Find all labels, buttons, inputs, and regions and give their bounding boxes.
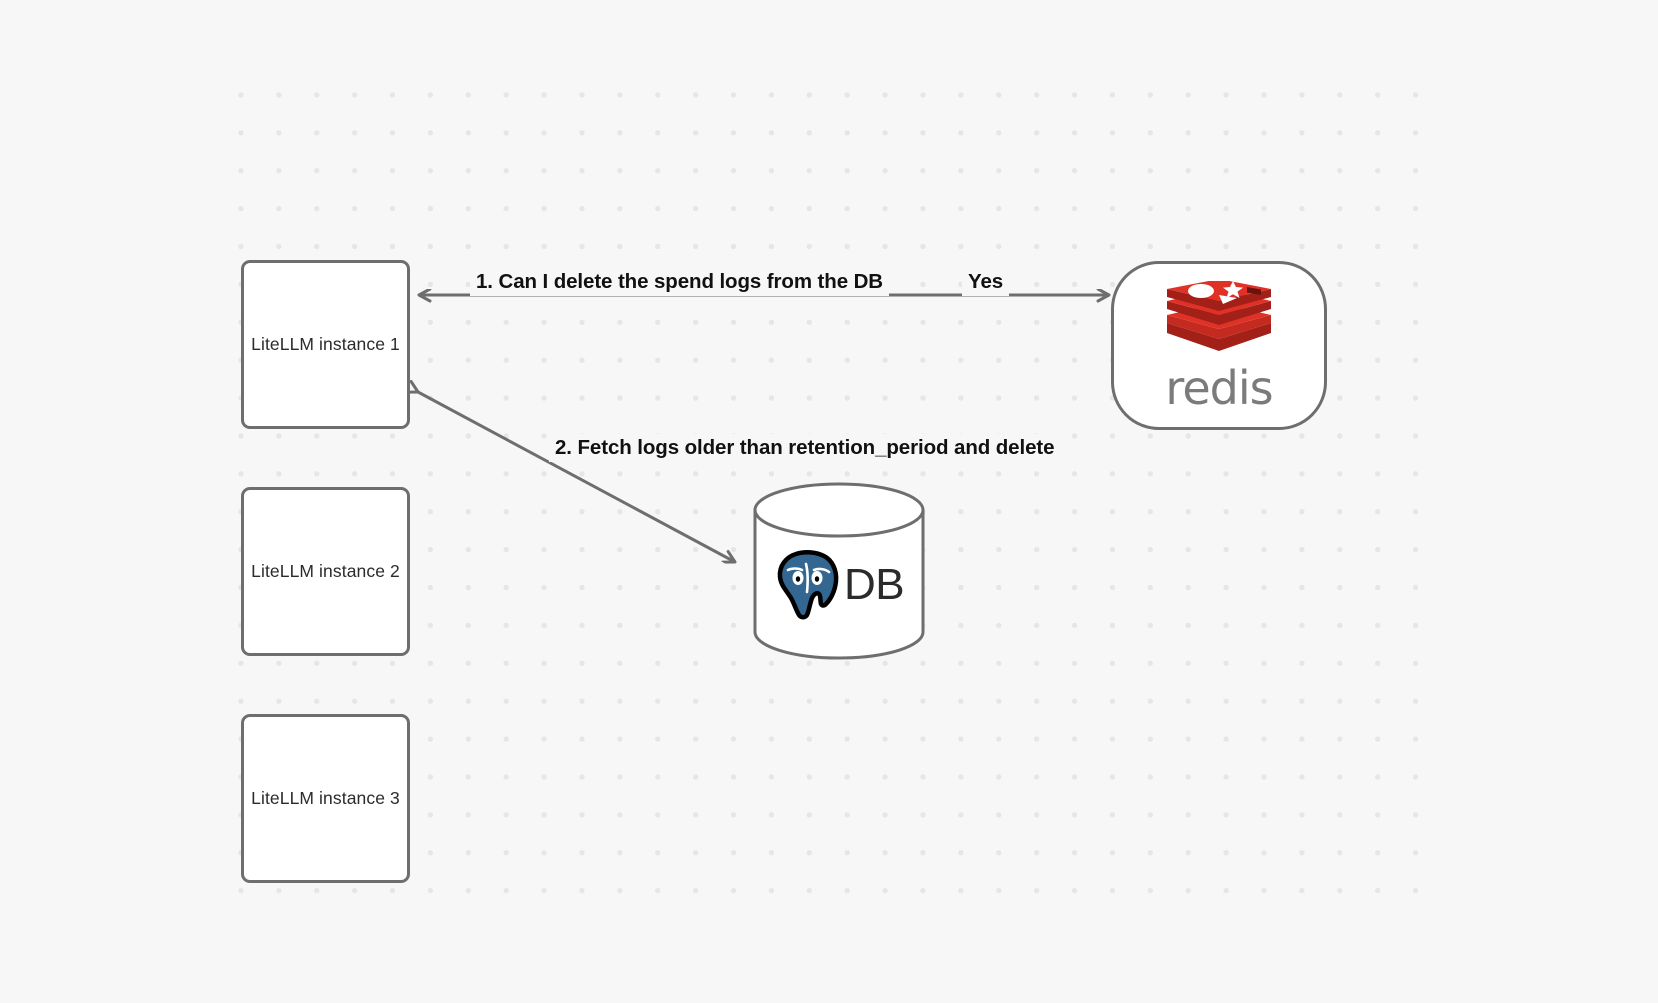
edge-label-1-reply: Yes	[962, 268, 1010, 296]
edge-db-litellm1	[418, 392, 735, 562]
node-litellm-instance-2[interactable]: LiteLLM instance 2	[241, 487, 410, 656]
redis-logo: redis	[1161, 280, 1277, 415]
redis-wordmark: redis	[1165, 360, 1273, 415]
database-label: DB	[843, 560, 905, 609]
database-logo-row: DB	[755, 548, 923, 622]
redis-stack-icon	[1167, 280, 1271, 351]
node-litellm-instance-3[interactable]: LiteLLM instance 3	[241, 714, 410, 883]
node-database[interactable]: DB	[755, 484, 923, 658]
node-redis[interactable]: redis	[1111, 261, 1327, 430]
edge-label-2: 2. Fetch logs older than retention_perio…	[549, 434, 1061, 462]
node-litellm-instance-1-label: LiteLLM instance 1	[251, 333, 400, 354]
node-litellm-instance-2-label: LiteLLM instance 2	[251, 560, 400, 581]
postgresql-elephant-icon	[777, 550, 839, 620]
node-litellm-instance-3-label: LiteLLM instance 3	[251, 787, 400, 808]
node-litellm-instance-1[interactable]: LiteLLM instance 1	[241, 260, 410, 429]
edge-label-1: 1. Can I delete the spend logs from the …	[470, 268, 890, 296]
